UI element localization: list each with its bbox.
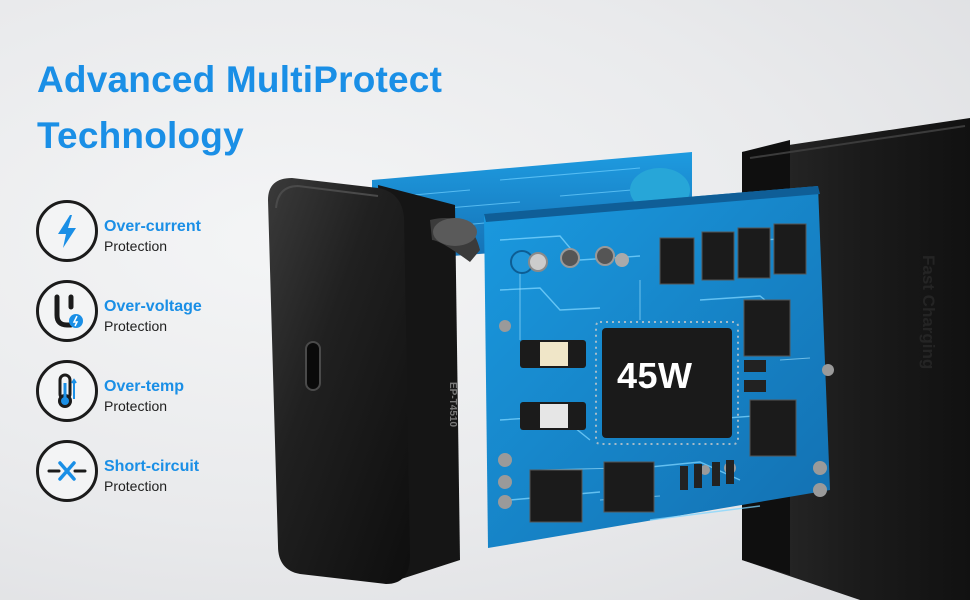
feature-over-current: Over-current Protection (36, 200, 296, 262)
thermometer-icon (36, 360, 98, 422)
headline-line-1: Advanced MultiProtect (37, 59, 443, 100)
headline-line-2: Technology (37, 115, 244, 156)
inductor-coil (430, 218, 480, 262)
short-circuit-icon (36, 440, 98, 502)
u-voltage-icon (36, 280, 98, 342)
usb-c-port-icon (305, 341, 321, 391)
feature-over-voltage: Over-voltage Protection (36, 280, 296, 342)
feature-subtitle: Protection (104, 238, 168, 254)
usb-c-cap (268, 178, 460, 584)
feature-over-temp: Over-temp Protection (36, 360, 296, 422)
feature-subtitle: Protection (104, 398, 168, 414)
headline: Advanced MultiProtect Technology (37, 52, 442, 164)
lightning-bolt-icon (36, 200, 98, 262)
feature-subtitle: Protection (104, 478, 168, 494)
feature-title: Over-temp (104, 378, 185, 395)
feature-title: Over-current (104, 218, 201, 235)
main-circuit-board (484, 186, 834, 548)
housing-side-text: Fast Charging (919, 255, 938, 370)
feature-title: Short-circuit (104, 458, 200, 475)
cap-model-text: EP-T4510 (447, 382, 458, 428)
feature-subtitle: Protection (104, 318, 168, 334)
chip-wattage-label: 45W (617, 355, 693, 396)
feature-short-circuit: Short-circuit Protection (36, 440, 296, 502)
feature-title: Over-voltage (104, 298, 202, 315)
controller-chip (602, 328, 732, 438)
